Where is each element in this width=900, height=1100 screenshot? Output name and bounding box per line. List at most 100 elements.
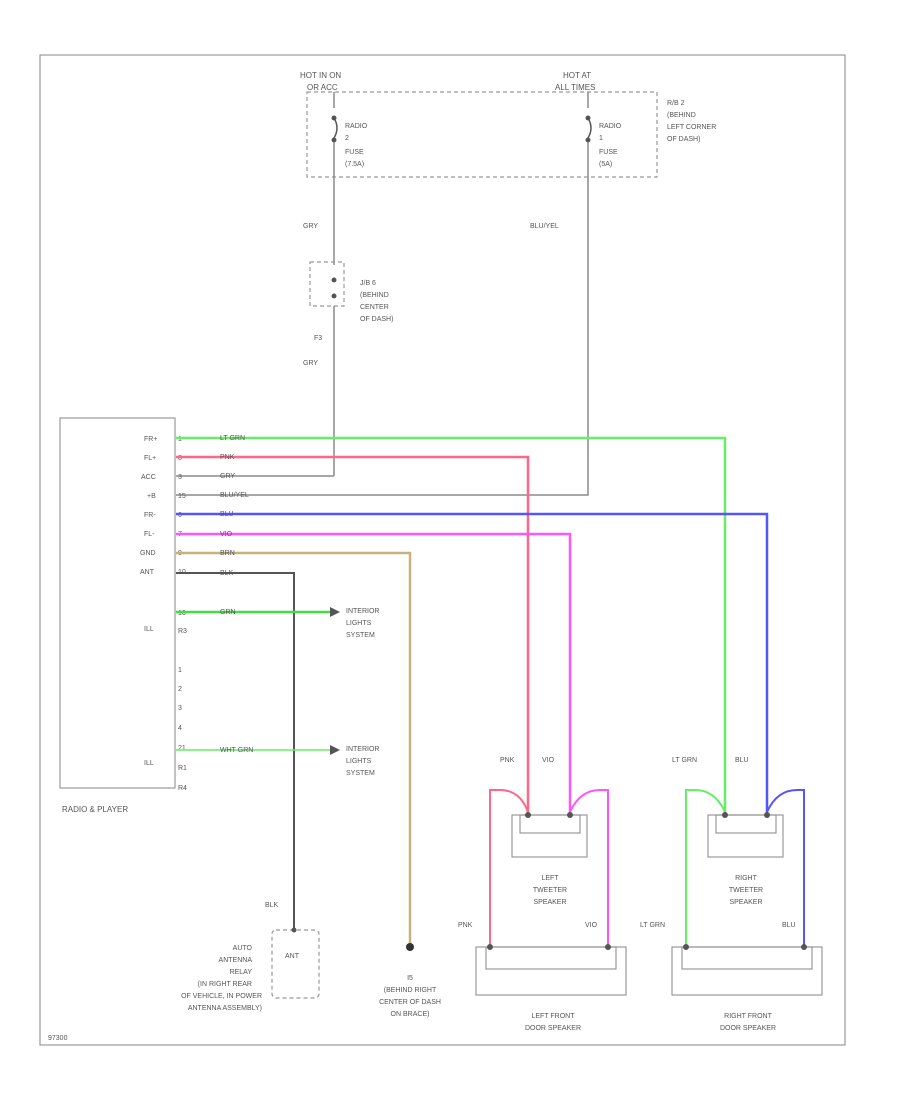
left-tweeter-terminal-b <box>567 812 573 818</box>
fuse-location-4: OF DASH) <box>667 136 700 143</box>
blk-wire <box>176 572 295 930</box>
pin-number-9: 16 <box>178 610 186 617</box>
left-door-speaker-body <box>475 946 627 996</box>
left-tweeter-wire-b-label: VIO <box>542 757 555 764</box>
junction-terminal-top <box>331 277 337 283</box>
right-door-name-2: DOOR SPEAKER <box>720 1025 776 1032</box>
upper-system-1: INTERIOR <box>346 608 379 615</box>
ground-label-3: CENTER OF DASH <box>379 999 441 1006</box>
left-fuse-header: HOT IN ON <box>300 71 341 80</box>
right-fuse-terminal-bottom <box>585 137 591 143</box>
right-tweeter-cone <box>715 814 777 834</box>
junction-block <box>309 261 345 307</box>
grn-wire-arrow-icon <box>330 607 340 617</box>
antenna-desc-6: ANTENNA ASSEMBLY) <box>188 1005 262 1012</box>
left-fuse-line-2: 2 <box>345 135 349 142</box>
antenna-desc-2: ANTENNA <box>219 957 253 964</box>
blu-wire <box>176 512 769 815</box>
right-door-wire-a-label: LT GRN <box>640 922 665 929</box>
left-tweeter-wire-a-label: PNK <box>500 757 515 764</box>
antenna-box-label: ANT <box>285 953 300 960</box>
radio-player-label: RADIO & PLAYER <box>62 805 128 814</box>
right-tweeter-body <box>707 814 784 858</box>
gry-wire-label-2: GRY <box>303 360 318 367</box>
lt-grn-wire <box>176 436 727 815</box>
brn-wire <box>176 551 412 945</box>
lower-system-1: INTERIOR <box>346 746 379 753</box>
blu-yel-wire-label: BLU/YEL <box>530 223 559 230</box>
pin-number-17: R4 <box>178 785 187 792</box>
right-door-terminal-b <box>801 944 807 950</box>
right-tweeter-name-2: TWEETER <box>729 887 763 894</box>
antenna-desc-1: AUTO <box>233 945 253 952</box>
pin-name-fr-minus: FR- <box>144 512 156 519</box>
vio-wire <box>176 532 572 815</box>
junction-label-3: CENTER <box>360 304 389 311</box>
right-fuse-header-2: ALL TIMES <box>555 83 595 92</box>
right-door-speaker-body <box>671 946 823 996</box>
pin-number-1: 1 <box>178 436 182 443</box>
pin-name-ill-lower: ILL <box>144 760 154 767</box>
left-fuse-header-2: OR ACC <box>307 83 338 92</box>
pin-number-16: R1 <box>178 765 187 772</box>
left-fuse-line-4: (7.5A) <box>345 161 364 168</box>
junction-label-4: OF DASH) <box>360 316 393 323</box>
fuse-location-2: (BEHIND <box>667 112 696 119</box>
pin-number-5: 6 <box>178 512 182 519</box>
fuse-location-3: LEFT CORNER <box>667 124 716 131</box>
right-door-name-1: RIGHT FRONT <box>724 1013 772 1020</box>
pin-name-b-plus: +B <box>147 493 156 500</box>
right-blu-crossover-wire <box>766 789 805 945</box>
ground-label-1: I5 <box>407 975 413 982</box>
vio-wire-label: VIO <box>220 531 233 538</box>
left-door-speaker-cone <box>485 946 617 970</box>
left-door-terminal-b <box>605 944 611 950</box>
antenna-relay-box <box>271 929 320 999</box>
pin-number-11: 1 <box>178 667 182 674</box>
antenna-desc-3: RELAY <box>230 969 253 976</box>
lt-grn-wire-label: LT GRN <box>220 435 245 442</box>
junction-terminal-bottom <box>331 293 337 299</box>
left-fuse-line-1: RADIO <box>345 123 368 130</box>
left-fuse-element <box>333 117 338 139</box>
junction-label-1: J/B 6 <box>360 280 376 287</box>
left-tweeter-cone <box>519 814 581 834</box>
right-fuse-line-3: FUSE <box>599 149 618 156</box>
brn-wire-label: BRN <box>220 550 235 557</box>
blu-yel-b-wire-label: BLU/YEL <box>220 492 249 499</box>
radio-player-box <box>59 417 176 789</box>
diagram-code: 97300 <box>48 1035 68 1042</box>
ground-point-icon <box>406 943 414 951</box>
pin-number-12: 2 <box>178 686 182 693</box>
left-tweeter-terminal-a <box>525 812 531 818</box>
left-door-wire-b-label: VIO <box>585 922 598 929</box>
right-tweeter-name-3: SPEAKER <box>729 899 762 906</box>
pin-name-ill-upper: ILL <box>144 626 154 633</box>
left-fuse-terminal-bottom <box>331 137 337 143</box>
antenna-wire-label: BLK <box>265 902 279 909</box>
antenna-terminal <box>291 927 297 933</box>
pin-number-3: 3 <box>178 474 182 481</box>
gry-wire-label: GRY <box>303 223 318 230</box>
left-door-name-1: LEFT FRONT <box>531 1013 575 1020</box>
left-door-name-2: DOOR SPEAKER <box>525 1025 581 1032</box>
right-lt-grn-crossover-wire <box>685 789 726 945</box>
ground-label-2: (BEHIND RIGHT <box>384 987 437 994</box>
pin-name-acc: ACC <box>141 474 156 481</box>
pin-number-13: 3 <box>178 705 182 712</box>
left-vio-crossover-wire <box>569 789 609 945</box>
right-fuse-line-1: RADIO <box>599 123 622 130</box>
right-fuse-line-4: (5A) <box>599 161 612 168</box>
right-tweeter-terminal-a <box>722 812 728 818</box>
right-tweeter-terminal-b <box>764 812 770 818</box>
right-door-wire-b-label: BLU <box>782 922 796 929</box>
diagram-frame <box>39 54 846 1046</box>
wht-grn-wire-arrow-icon <box>330 745 340 755</box>
antenna-desc-5: OF VEHICLE, IN POWER <box>181 993 262 1000</box>
pin-number-2: 8 <box>178 455 182 462</box>
upper-system-2: LIGHTS <box>346 620 372 627</box>
pin-number-4: 15 <box>178 493 186 500</box>
pnk-wire-label: PNK <box>220 454 235 461</box>
junction-label-2: (BEHIND <box>360 292 389 299</box>
